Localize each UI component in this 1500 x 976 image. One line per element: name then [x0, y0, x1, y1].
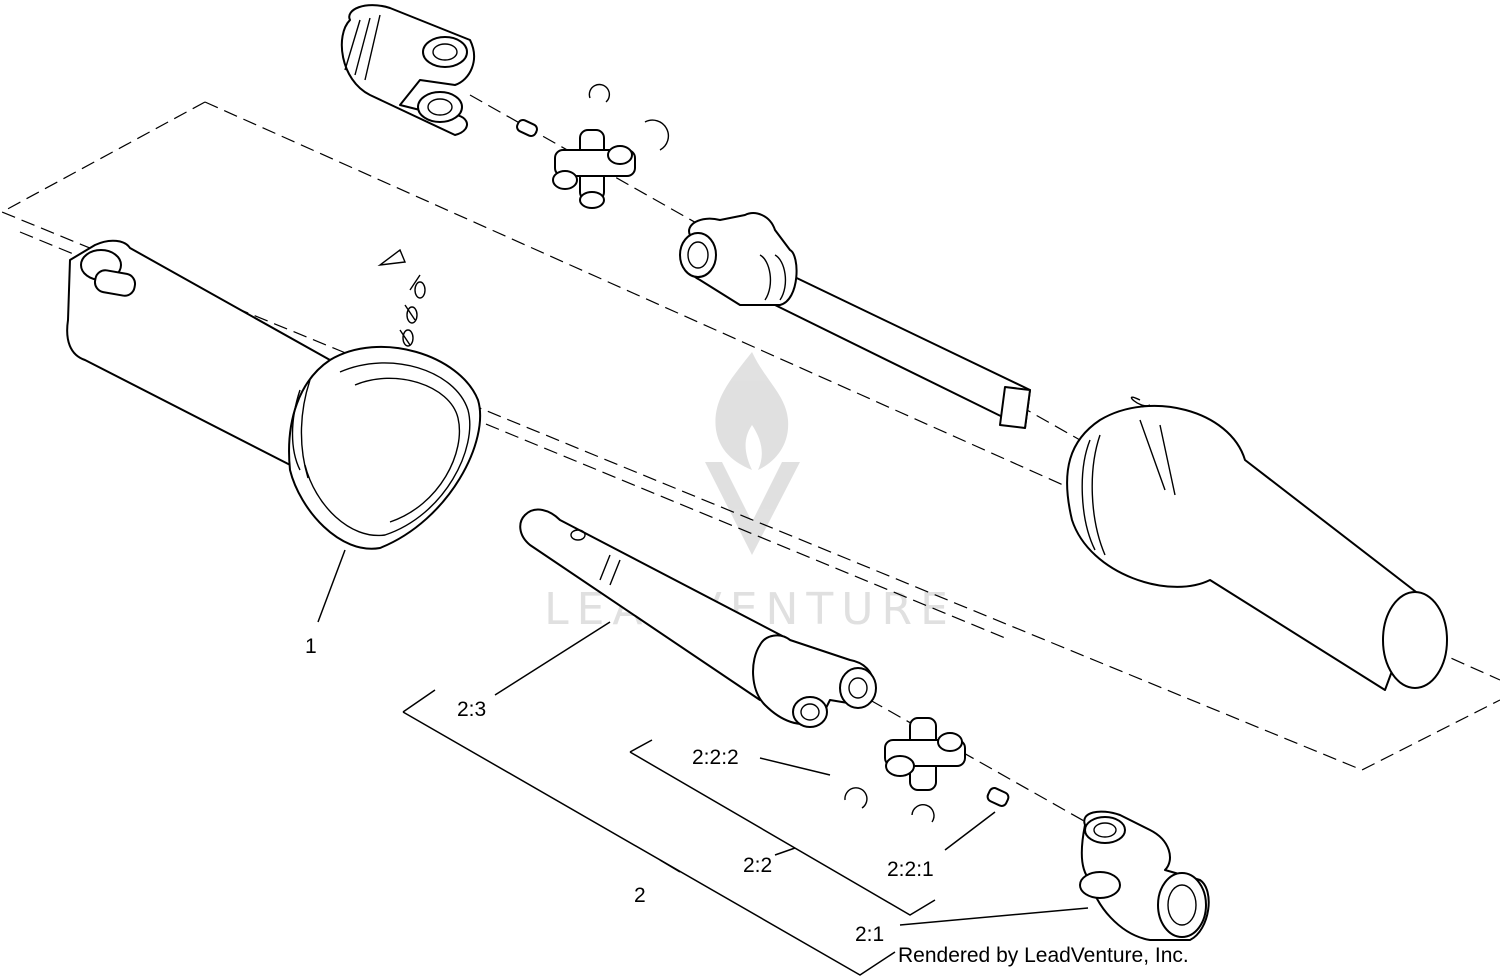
top-yoke	[340, 4, 475, 136]
top-cross-kit	[516, 83, 670, 209]
callout-2: 2	[634, 884, 646, 907]
callout-2-2: 2:2	[743, 854, 772, 877]
callout-2-2-1: 2:2:1	[887, 858, 934, 881]
flame-v-logo-icon	[705, 352, 800, 555]
lower-shaft-axis	[869, 699, 1101, 831]
credit-text: Rendered by LeadVenture, Inc.	[898, 944, 1189, 967]
bottom-yoke	[1079, 810, 1210, 941]
outer-guard-tube	[66, 239, 482, 550]
inner-guard-tube	[1066, 396, 1448, 691]
leader-lines	[317, 549, 1089, 976]
lower-cross-kit	[844, 717, 1010, 823]
callout-labels: 1 2 2:1 2:2 2:2:1 2:2:2 2:3	[305, 635, 934, 946]
callout-2-3: 2:3	[457, 698, 486, 721]
callout-2-2-2: 2:2:2	[692, 746, 739, 769]
callout-2-1: 2:1	[855, 923, 884, 946]
callout-1: 1	[305, 635, 317, 658]
inner-tube	[519, 508, 877, 728]
upper-inner-shaft	[679, 212, 1031, 429]
